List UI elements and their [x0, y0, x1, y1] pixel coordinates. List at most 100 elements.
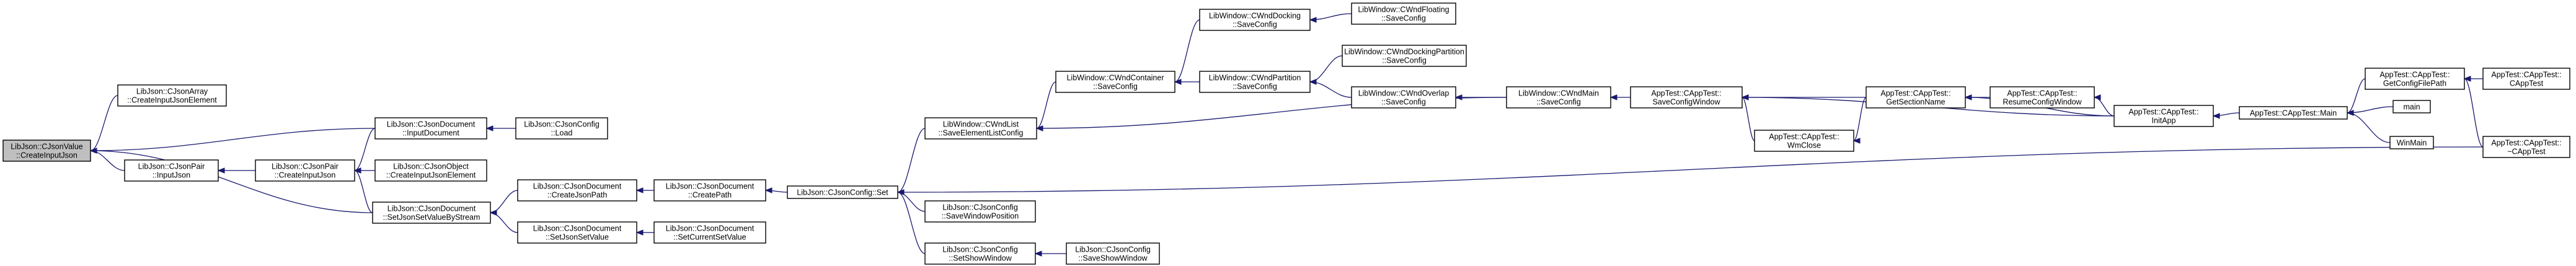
node-box[interactable] — [1351, 86, 1456, 109]
node-label: LibJson::CJsonConfig — [942, 246, 1018, 254]
node-box[interactable] — [2365, 68, 2465, 90]
node-box[interactable] — [2392, 100, 2431, 113]
node-box[interactable] — [515, 117, 608, 140]
node-box[interactable] — [2389, 136, 2434, 149]
graph-node[interactable]: AppTest::CAppTest::WmClose — [1754, 130, 1854, 152]
graph-node[interactable]: LibJson::CJsonDocument::CreatePath — [653, 179, 766, 202]
node-label: ::SaveConfig — [1381, 98, 1426, 107]
graph-node[interactable]: LibJson::CJsonDocument::SetCurrentSetVal… — [653, 221, 766, 244]
graph-node[interactable]: LibJson::CJsonPair::CreateInputJson — [255, 159, 355, 182]
node-label: AppTest::CAppTest:: — [2491, 139, 2561, 148]
graph-node[interactable]: AppTest::CAppTest::GetConfigFilePath — [2365, 68, 2465, 90]
graph-node[interactable]: AppTest::CAppTest::~CAppTest — [2482, 136, 2570, 158]
node-box[interactable] — [517, 221, 637, 244]
call-edge — [1853, 97, 1867, 141]
node-label: AppTest::CAppTest:: — [2491, 71, 2561, 79]
node-label: LibJson::CJsonDocument — [666, 224, 755, 233]
graph-node[interactable]: LibJson::CJsonConfig::SaveShowWindow — [1066, 242, 1160, 265]
graph-node[interactable]: LibJson::CJsonConfig::SetShowWindow — [924, 242, 1036, 265]
node-box[interactable] — [1351, 2, 1456, 25]
arrow-head — [1609, 94, 1618, 100]
arrow-head — [2346, 110, 2354, 116]
graph-node[interactable]: LibJson::CJsonDocument::SetJsonSetValueB… — [372, 202, 491, 224]
graph-node[interactable]: LibWindow::CWndContainer::SaveConfig — [1055, 71, 1175, 93]
node-box[interactable] — [255, 159, 355, 182]
node-label: ::SetShowWindow — [949, 254, 1012, 263]
graph-node[interactable]: AppTest::CAppTest::GetSectionName — [1866, 86, 1966, 109]
node-box[interactable] — [924, 200, 1036, 223]
node-box[interactable] — [1199, 71, 1311, 93]
graph-node[interactable]: LibWindow::CWndPartition::SaveConfig — [1199, 71, 1311, 93]
arrow-head — [2212, 113, 2220, 119]
node-label: LibWindow::CWndDocking — [1209, 12, 1301, 20]
node-box[interactable] — [1066, 242, 1160, 265]
arrow-head — [635, 187, 644, 193]
node-box[interactable] — [924, 117, 1037, 140]
graph-node[interactable]: LibJson::CJsonDocument::SetJsonSetValue — [517, 221, 637, 244]
graph-node[interactable]: main — [2392, 100, 2431, 113]
graph-node[interactable]: AppTest::CAppTest::SaveConfigWindow — [1630, 86, 1743, 109]
graph-node[interactable]: LibJson::CJsonConfig::Load — [515, 117, 608, 140]
node-box[interactable] — [1754, 130, 1854, 152]
node-box[interactable] — [2239, 106, 2348, 120]
node-box[interactable] — [2482, 68, 2570, 90]
node-box[interactable] — [372, 202, 491, 224]
graph-node[interactable]: LibWindow::CWndList::SaveElementListConf… — [924, 117, 1037, 140]
node-box[interactable] — [117, 84, 227, 107]
graph-node[interactable]: LibWindow::CWndOverlap::SaveConfig — [1351, 86, 1456, 109]
graph-node[interactable]: LibWindow::CWndMain::SaveConfig — [1506, 86, 1611, 109]
node-box[interactable] — [1199, 9, 1311, 31]
node-label: ::SaveConfig — [1381, 14, 1426, 23]
graph-node[interactable]: LibWindow::CWndDocking::SaveConfig — [1199, 9, 1311, 31]
node-label: LibWindow::CWndMain — [1518, 89, 1599, 98]
graph-node[interactable]: AppTest::CAppTest::Main — [2239, 106, 2348, 120]
node-box[interactable] — [517, 179, 637, 202]
node-box[interactable] — [2, 140, 91, 162]
arrow-head — [1454, 94, 1463, 100]
arrow-head — [2463, 76, 2471, 82]
graph-node[interactable]: LibJson::CJsonObject::CreateInputJsonEle… — [374, 159, 487, 182]
node-label: LibJson::CJsonObject — [393, 162, 469, 171]
node-box[interactable] — [1990, 86, 2095, 109]
node-box[interactable] — [2113, 105, 2214, 127]
node-box[interactable] — [124, 159, 219, 182]
node-box[interactable] — [653, 179, 766, 202]
arrow-head — [1852, 138, 1861, 144]
node-box[interactable] — [1342, 45, 1467, 67]
node-box[interactable] — [924, 242, 1036, 265]
node-box[interactable] — [374, 117, 487, 140]
node-box[interactable] — [787, 185, 898, 199]
node-label: LibWindow::CWndList — [943, 120, 1019, 129]
call-edge — [2094, 97, 2115, 117]
node-label: LibJson::CJsonDocument — [666, 182, 755, 191]
node-box[interactable] — [1055, 71, 1175, 93]
node-label: CAppTest — [2510, 79, 2544, 88]
graph-node[interactable]: LibJson::CJsonDocument::InputDocument — [374, 117, 487, 140]
graph-node[interactable]: LibJson::CJsonArray::CreateInputJsonElem… — [117, 84, 227, 107]
node-box[interactable] — [1506, 86, 1611, 109]
node-box[interactable] — [1630, 86, 1743, 109]
node-label: ~CAppTest — [2507, 148, 2546, 156]
arrow-head — [896, 189, 905, 195]
graph-node[interactable]: LibWindow::CWndDockingPartition::SaveCon… — [1342, 45, 1467, 67]
graph-node[interactable]: AppTest::CAppTest::InitApp — [2113, 105, 2214, 127]
graph-node[interactable]: LibJson::CJsonConfig::SaveWindowPosition — [924, 200, 1036, 223]
node-box[interactable] — [1866, 86, 1966, 109]
graph-node[interactable]: AppTest::CAppTest::ResumeConfigWindow — [1990, 86, 2095, 109]
node-box[interactable] — [653, 221, 766, 244]
graph-node[interactable]: LibJson::CJsonPair::InputJson — [124, 159, 219, 182]
node-box[interactable] — [374, 159, 487, 182]
node-label: ::InputJson — [153, 171, 190, 180]
call-edge — [897, 192, 926, 254]
node-box[interactable] — [2482, 136, 2570, 158]
call-edge — [90, 128, 376, 151]
graph-node[interactable]: LibJson::CJsonConfig::Set — [787, 185, 898, 199]
graph-node[interactable]: WinMain — [2389, 136, 2434, 149]
graph-node[interactable]: LibJson::CJsonDocument::CreateJsonPath — [517, 179, 637, 202]
node-label: LibJson::CJsonArray — [136, 87, 208, 96]
graph-node[interactable]: LibJson::CJsonValue::CreateInputJson — [2, 140, 91, 162]
graph-node[interactable]: LibWindow::CWndFloating::SaveConfig — [1351, 2, 1456, 25]
graph-node[interactable]: AppTest::CAppTest::CAppTest — [2482, 68, 2570, 90]
node-label: AppTest::CAppTest:: — [2007, 89, 2077, 98]
